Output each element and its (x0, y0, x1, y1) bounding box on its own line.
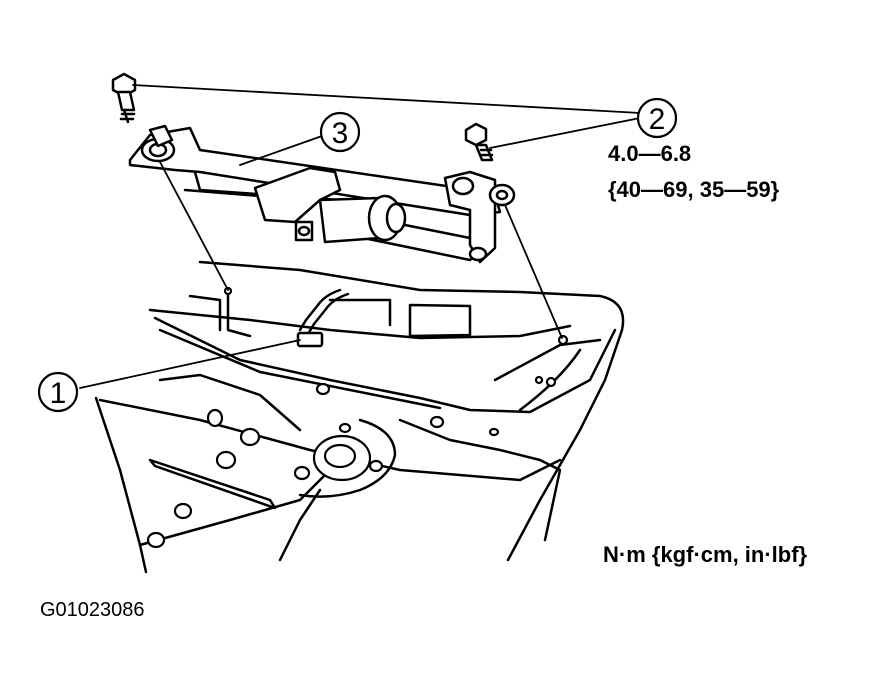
mounting-bolt-left (111, 72, 174, 148)
motor-connector (296, 288, 350, 348)
callout-1-number: 1 (50, 377, 67, 410)
callout-3: 3 (319, 111, 361, 153)
torque-alt-values-label: {40—69, 35—59} (608, 177, 780, 202)
callout-3-number: 3 (332, 117, 349, 150)
callout-2-number: 2 (649, 103, 666, 136)
mounting-bolt-right (464, 122, 494, 162)
leader-lines (79, 84, 641, 389)
callout-1: 1 (37, 371, 79, 413)
wiper-linkage-assembly (128, 126, 516, 264)
torque-value-label: 4.0—6.8 (608, 141, 692, 166)
vehicle-cowl-body (94, 260, 625, 574)
callout-2: 2 (636, 97, 678, 139)
torque-units-label: N·m {kgf·cm, in·lbf} (603, 542, 808, 567)
figure-id-label: G01023086 (40, 599, 145, 621)
